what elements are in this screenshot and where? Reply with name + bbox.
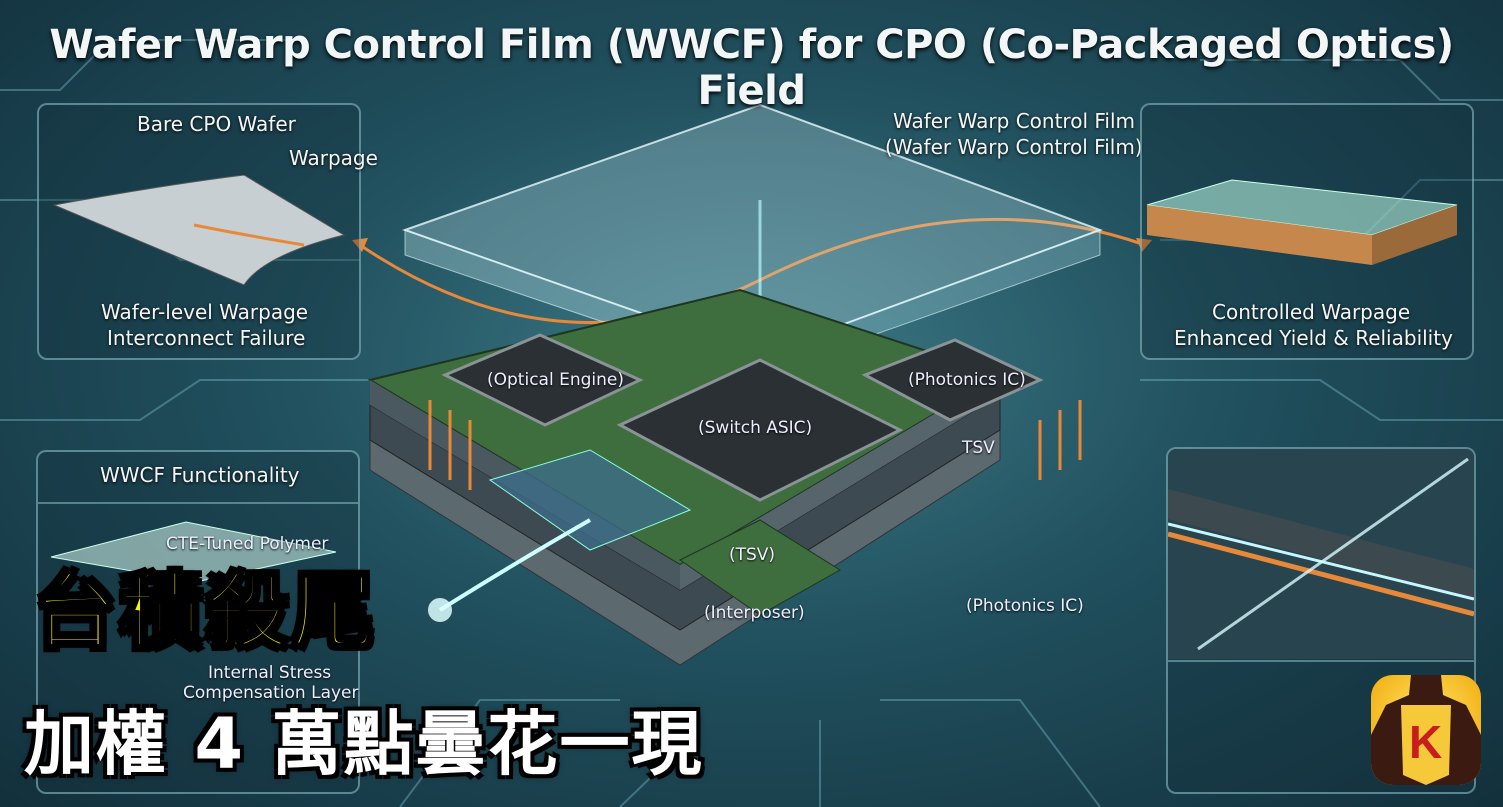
switch-asic-chip [616, 358, 904, 502]
optical-fiber-glow [428, 598, 452, 622]
page-title: Wafer Warp Control Film (WWCF) for CPO (… [49, 22, 1454, 114]
warpage-label: Warpage [289, 146, 378, 170]
cte-polymer-label: CTE-Tuned Polymer [166, 534, 329, 554]
film-label-line1: Wafer Warp Control Film [893, 109, 1136, 133]
interposer-label: (Interposer) [704, 603, 805, 623]
headline-overlay: 台積殺尾 [32, 565, 379, 660]
polymer-layer-illustration [50, 521, 337, 582]
k-superhero-logo[interactable]: K [1371, 675, 1481, 785]
optical-engine-chip [441, 333, 644, 427]
switch-asic-label: (Switch ASIC) [698, 418, 813, 438]
photonics-ic-chip [861, 338, 1044, 422]
photonics-ic-top-label: (Photonics IC) [908, 370, 1026, 390]
cross-section-illustration [1168, 449, 1474, 662]
bare-wafer-panel: Bare CPO Wafer Warpage Wafer-level Warpa… [37, 103, 378, 360]
tsv-front-label: (TSV) [729, 545, 776, 565]
subheadline-overlay: 加權 4 萬點曇花一現 [24, 703, 704, 785]
panel-divider [38, 502, 358, 504]
bare-wafer-heading: Bare CPO Wafer [137, 112, 296, 136]
stress-layer-label-line1: Internal Stress [208, 663, 332, 683]
functionality-heading: WWCF Functionality [100, 463, 300, 487]
optical-engine-label: (Optical Engine) [487, 370, 624, 390]
controlled-caption-line2: Enhanced Yield & Reliability [1174, 326, 1453, 350]
wafer-caption-line2: Interconnect Failure [107, 326, 306, 350]
functionality-panel: WWCF Functionality CTE-Tuned Polymer Int… [36, 450, 360, 794]
warped-wafer-illustration [52, 175, 346, 285]
controlled-warpage-panel: Controlled Warpage Enhanced Yield & Reli… [1140, 103, 1474, 360]
film-label-line2: (Wafer Warp Control Film) [885, 135, 1143, 159]
cpo-package [367, 288, 1082, 666]
stress-layer-label-line2: Compensation Layer [183, 683, 359, 703]
photonics-ic-bottom-label: (Photonics IC) [966, 596, 1084, 616]
cross-section-panel [1166, 447, 1476, 794]
flat-film-stack-illustration [1146, 179, 1458, 265]
superhero-icon [1371, 675, 1481, 785]
tsv-right-label: TSV [962, 438, 995, 458]
controlled-caption-line1: Controlled Warpage [1212, 300, 1411, 324]
logo-letter: K [1409, 716, 1443, 768]
wafer-caption-line1: Wafer-level Warpage [101, 300, 309, 324]
